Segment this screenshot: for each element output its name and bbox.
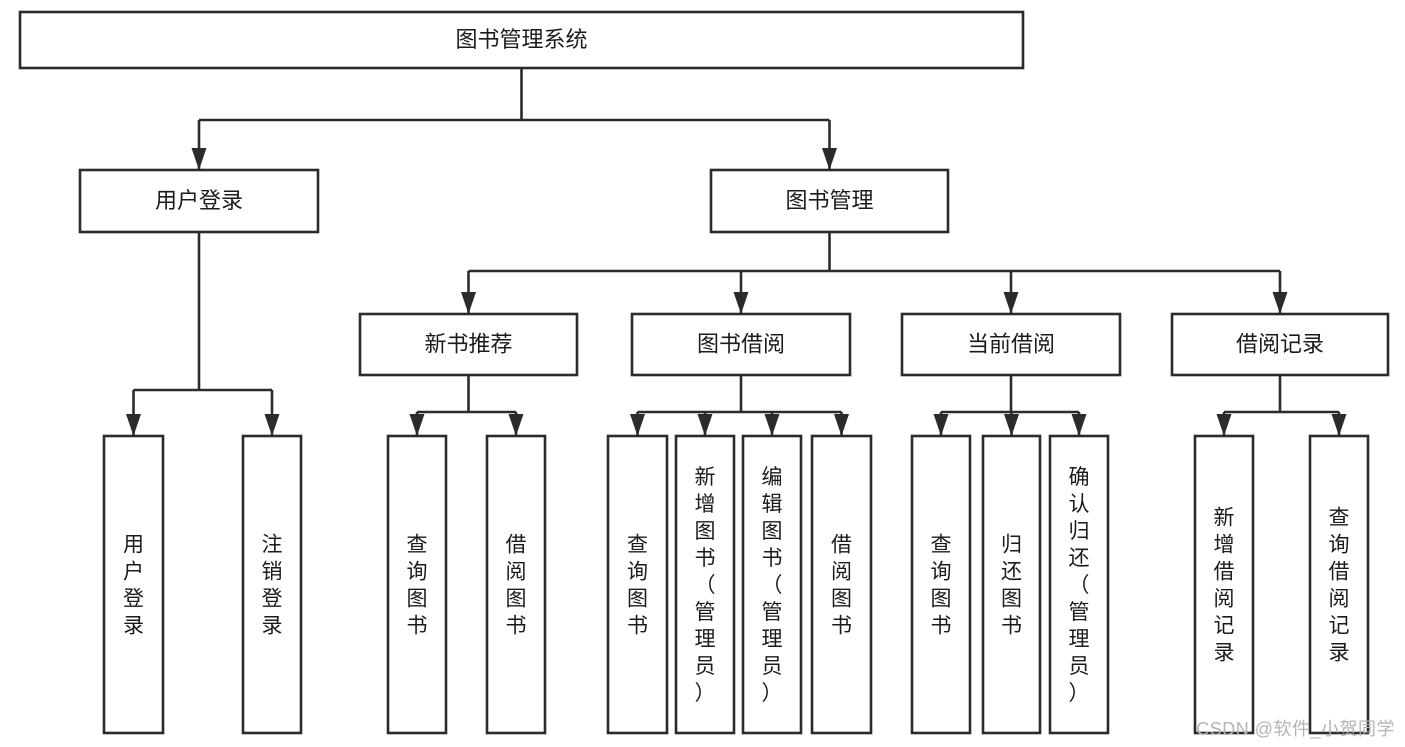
node-layer: 图书管理系统用户登录图书管理新书推荐图书借阅当前借阅借阅记录用户登录注销登录查询… [18, 10, 1390, 735]
node-leaf-确认归还管理员[interactable]: 确认归还（管理员） [1048, 434, 1110, 735]
arrow-head-icon [822, 148, 837, 170]
node-leaf-用户登录[interactable]: 用户登录 [102, 434, 165, 735]
node-leaf-查询借阅记录[interactable]: 查询借阅记录 [1308, 434, 1370, 735]
node-leaf-查询图书[interactable]: 查询图书 [386, 434, 448, 735]
arrow-head-icon [1331, 414, 1347, 436]
node-box [910, 434, 972, 735]
node-leaf-借阅图书[interactable]: 借阅图书 [810, 434, 873, 735]
node-label: 图书借阅 [697, 331, 785, 356]
arrow-head-icon [1272, 292, 1288, 314]
node-label: 当前借阅 [967, 331, 1055, 356]
node-label: 借阅图书 [506, 534, 527, 638]
node-label: 新书推荐 [424, 331, 512, 356]
arrow-head-icon [764, 414, 780, 436]
node-label: 查询图书 [627, 534, 648, 638]
arrow-head-icon [508, 414, 524, 436]
arrow-head-icon [697, 414, 713, 436]
node-label: 图书管理 [785, 188, 873, 213]
arrow-head-icon [1071, 414, 1087, 436]
node-leaf-注销登录[interactable]: 注销登录 [241, 434, 303, 735]
node-label: 用户登录 [123, 534, 144, 638]
node-leaf-借阅图书[interactable]: 借阅图书 [485, 434, 547, 735]
node-box [630, 312, 852, 377]
node-box [386, 434, 448, 735]
node-leaf-查询图书[interactable]: 查询图书 [910, 434, 972, 735]
node-l3-图书借阅[interactable]: 图书借阅 [630, 312, 852, 377]
arrow-head-icon [126, 414, 141, 436]
node-box [674, 434, 736, 735]
node-label: 确认归还（管理员） [1069, 466, 1090, 705]
arrow-head-icon [191, 148, 207, 170]
node-box [981, 434, 1042, 735]
node-box [241, 434, 303, 735]
arrow-head-icon [461, 292, 476, 314]
node-label: 查询图书 [407, 534, 428, 638]
node-box [900, 312, 1122, 377]
node-label: 新增图书（管理员） [695, 466, 716, 705]
node-leaf-新增图书管理员[interactable]: 新增图书（管理员） [674, 434, 736, 735]
node-label: 编辑图书（管理员） [762, 466, 783, 705]
node-leaf-查询图书[interactable]: 查询图书 [606, 434, 669, 735]
node-box [1308, 434, 1370, 735]
arrow-head-icon [264, 414, 280, 436]
node-box [810, 434, 873, 735]
node-box [1193, 434, 1255, 735]
connector-layer [126, 68, 1347, 436]
node-label: 用户登录 [155, 188, 243, 213]
node-label: 借阅图书 [831, 534, 852, 638]
node-label: 查询图书 [931, 534, 952, 638]
node-root-图书管理系统[interactable]: 图书管理系统 [18, 10, 1025, 70]
arrow-head-icon [1004, 414, 1019, 436]
node-l2-图书管理[interactable]: 图书管理 [709, 168, 950, 234]
node-l3-新书推荐[interactable]: 新书推荐 [358, 312, 579, 377]
node-leaf-归还图书[interactable]: 归还图书 [981, 434, 1042, 735]
node-leaf-编辑图书管理员[interactable]: 编辑图书（管理员） [741, 434, 803, 735]
node-label: 借阅记录 [1236, 331, 1324, 356]
node-l3-当前借阅[interactable]: 当前借阅 [900, 312, 1122, 377]
node-label: 归还图书 [1001, 534, 1022, 638]
node-box [358, 312, 579, 377]
node-box [741, 434, 803, 735]
arrow-head-icon [630, 414, 645, 436]
node-box [102, 434, 165, 735]
arrow-head-icon [933, 414, 949, 436]
node-label: 新增借阅记录 [1214, 507, 1235, 665]
node-box [1048, 434, 1110, 735]
node-l3-借阅记录[interactable]: 借阅记录 [1170, 312, 1390, 377]
node-box [606, 434, 669, 735]
arrow-head-icon [1216, 414, 1232, 436]
node-box [18, 10, 1025, 70]
arrow-head-icon [733, 292, 749, 314]
arrow-head-icon [1003, 292, 1019, 314]
node-leaf-新增借阅记录[interactable]: 新增借阅记录 [1193, 434, 1255, 735]
node-label: 查询借阅记录 [1329, 507, 1350, 665]
node-box [1170, 312, 1390, 377]
node-l2-用户登录[interactable]: 用户登录 [78, 168, 320, 234]
node-label: 注销登录 [262, 534, 283, 638]
arrow-head-icon [409, 414, 425, 436]
node-box [78, 168, 320, 234]
node-box [485, 434, 547, 735]
node-label: 图书管理系统 [455, 27, 587, 52]
node-box [709, 168, 950, 234]
arrow-head-icon [834, 414, 849, 436]
